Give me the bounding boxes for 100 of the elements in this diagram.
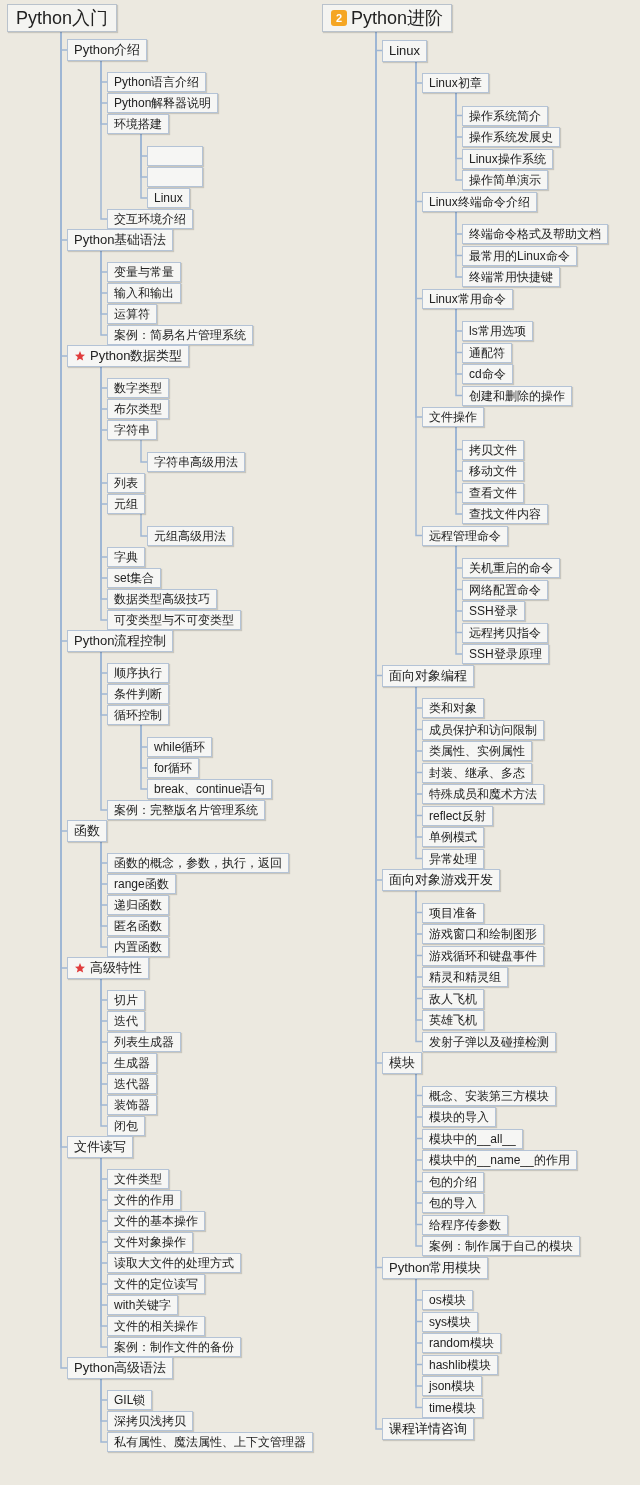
topic-box [422,1193,484,1213]
topic-box [422,73,489,93]
topic-box [382,1418,474,1440]
topic-box [422,1354,499,1375]
topic-box [422,1085,556,1106]
topic-text: 创建和删除的操作 [469,387,565,405]
topic-text: 单例模式 [429,829,477,846]
topic-box [107,1274,205,1294]
topic-text: json模块 [429,1378,475,1395]
topic-box [107,494,145,514]
topic-box [462,224,608,244]
topic-text: 封装、继承、多态 [429,764,525,782]
topic-text: 查看文件 [469,484,517,502]
topic-box [462,644,549,664]
topic-text: cd命令 [469,366,506,383]
topic-text: Python介绍 [74,41,141,60]
topic-text: 文件对象操作 [114,1234,186,1251]
topic-text: 列表生成器 [114,1034,174,1051]
topic-box [422,848,484,869]
topic-box [422,719,544,740]
topic-text: 终端命令格式及帮助文档 [469,226,601,243]
topic-box [67,630,174,652]
topic-text: 递归函数 [114,897,162,914]
topic-text: 列表 [114,475,138,492]
topic-text: 深拷贝浅拷贝 [114,1413,186,1430]
topic-box [107,1074,157,1094]
connector-line [140,513,148,537]
topic-text: 终端常用快捷键 [469,269,553,286]
topic-text: 文件的基本操作 [114,1213,198,1230]
topic-text: 概念、安装第三方模块 [429,1087,549,1105]
topic-text: 查找文件内容 [469,506,541,523]
topic-box [107,568,161,588]
topic-text: 操作系统简介 [469,107,541,125]
topic-box [462,321,533,341]
topic-text: 文件读写 [74,1138,126,1157]
topic-box [107,1253,241,1273]
topic-box [147,526,233,546]
topic-text: 私有属性、魔法属性、上下文管理器 [114,1434,306,1451]
topic-box [107,1211,205,1231]
topic-text: 闭包 [114,1118,138,1135]
topic-box [422,1010,484,1030]
topic-box [382,664,474,687]
topic-text: 可变类型与不可变类型 [114,612,234,629]
topic-text: Python高级语法 [74,1359,167,1378]
topic-text: 匿名函数 [114,918,162,935]
topic-box [422,945,544,966]
topic-text: time模块 [429,1399,476,1417]
topic-box [67,1136,133,1158]
topic-text: 布尔类型 [114,401,162,418]
topic-box [422,924,544,944]
topic-text: 敌人飞机 [429,990,477,1008]
topic-text: Python语言介绍 [114,74,200,91]
topic-text: 字符串高级用法 [154,454,238,471]
topic-text: 精灵和精灵组 [429,969,501,986]
topic-box [462,439,524,460]
topic-text: with关键字 [114,1297,172,1314]
topic-text: 发射子弹以及碰撞检测 [429,1033,549,1051]
topic-box [107,325,253,345]
topic-text: 高级特性 [90,959,142,978]
topic-text: 循环控制 [114,707,162,724]
topic-text: 关机重启的命令 [469,560,553,577]
topic-box [462,482,524,503]
topic-box [107,473,145,493]
topic-box [107,1190,181,1210]
topic-box [107,378,169,398]
topic-box [107,1116,145,1136]
topic-box [67,345,190,367]
topic-text: Linux初章 [429,75,482,92]
topic-text: 运算符 [114,306,150,323]
topic-text: 包的介绍 [429,1173,477,1191]
topic-box [422,1214,508,1235]
topic-box [107,1316,205,1336]
topic-text: 迭代器 [114,1076,150,1093]
topic-text: 最常用的Linux命令 [469,247,570,265]
topic-box [422,805,493,826]
topic-box [67,820,107,842]
topic-box [462,601,525,621]
topic-box [422,1031,556,1052]
topic-box [422,762,532,783]
connector-line [140,439,148,463]
topic-box [67,957,149,979]
topic-text: 文件的相关操作 [114,1318,198,1335]
topic-text: 案例：制作文件的备份 [114,1339,234,1356]
number-badge: 2 [331,10,347,26]
topic-text: 切片 [114,992,138,1009]
topic-text: Linux [154,190,183,207]
topic-box [107,283,181,303]
topic-box [462,105,548,126]
topic-text: 面向对象游戏开发 [389,871,493,890]
topic-box [422,1397,483,1418]
topic-box [147,167,203,187]
topic-text: 函数 [74,822,100,841]
topic-text: sys模块 [429,1313,471,1331]
topic-box [107,420,157,440]
topic-text: for循环 [154,760,192,777]
topic-text: 远程拷贝指令 [469,624,541,642]
topic-box [107,684,169,704]
topic-text: 元组高级用法 [154,528,226,545]
topic-text: 网络配置命令 [469,581,541,599]
topic-box [107,1337,241,1357]
